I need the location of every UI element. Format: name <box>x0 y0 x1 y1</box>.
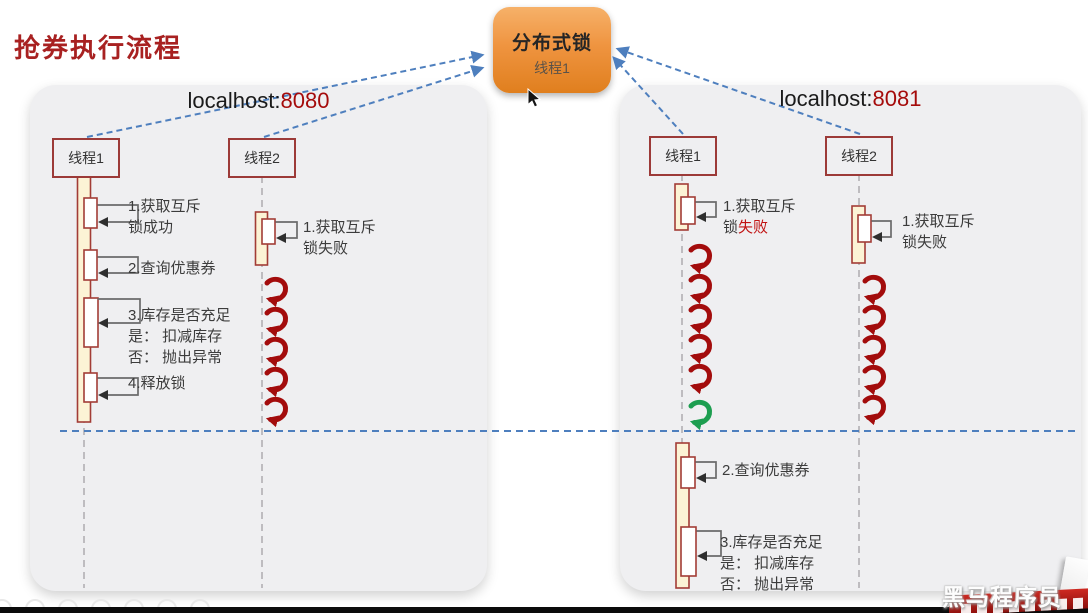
label-line: 是： 扣减库存 <box>720 555 815 572</box>
label-8080-t1-acquire-lock-success: 1.获取互斥 锁成功 <box>128 196 201 238</box>
lock-node-title: 分布式锁 <box>511 33 592 54</box>
host-text: localhost: <box>779 86 873 111</box>
label-line: 4.释放锁 <box>128 375 186 392</box>
thread-box-8081-t1: 线程1 <box>649 136 717 176</box>
arrow-8081-t2-to-lock <box>615 46 861 135</box>
thread-box-label: 线程1 <box>68 150 104 166</box>
lock-node-subtitle: 线程1 <box>534 60 570 76</box>
label-line: 否： 抛出异常 <box>720 576 815 593</box>
thread-box-label: 线程2 <box>841 148 877 164</box>
label-8080-t2-acquire-lock-fail: 1.获取互斥 锁失败 <box>303 217 376 259</box>
label-8081-t2-acquire-lock-fail: 1.获取互斥 锁失败 <box>902 211 975 253</box>
retry-loops-8081-thread2 <box>865 277 884 418</box>
label-line: 是： 扣减库存 <box>128 328 223 345</box>
label-part-black: 锁 <box>723 219 739 236</box>
panel-localhost-8080 <box>30 85 487 591</box>
label-8081-t1-query-coupon: 2.查询优惠券 <box>722 460 810 481</box>
thread-box-label: 线程2 <box>244 150 280 166</box>
label-line: 锁失败 <box>723 217 796 238</box>
label-line: 1.获取互斥 <box>128 198 201 215</box>
thread-box-8080-t2: 线程2 <box>228 138 296 178</box>
label-line: 2.查询优惠券 <box>128 260 216 277</box>
bottom-black-bar <box>0 607 1088 613</box>
label-line: 1.获取互斥 <box>902 213 975 230</box>
retry-loops-8080-thread2 <box>267 279 286 420</box>
acquire-success-loop-8081-thread1 <box>691 402 710 423</box>
host-label-8081: localhost:8081 <box>620 86 1081 112</box>
label-8081-t1-check-stock: 3.库存是否充足 是： 扣减库存 否： 抛出异常 <box>720 532 823 595</box>
label-part-red: 失败 <box>738 219 769 236</box>
label-8080-t1-query-coupon: 2.查询优惠券 <box>128 258 216 279</box>
label-8081-t1-acquire-lock-fail: 1.获取互斥 锁失败 <box>723 196 796 238</box>
watermark-brand: 黑马程序员 <box>942 584 1062 610</box>
arrow-8080-t2-to-lock <box>263 64 485 138</box>
retry-loops-8081-thread1 <box>691 246 710 387</box>
mouse-cursor-icon <box>527 88 542 108</box>
self-call-arrows <box>97 201 892 561</box>
arrow-8081-t1-to-lock <box>612 56 684 135</box>
activation-bars <box>76 176 872 589</box>
label-line: 锁失败 <box>303 240 349 257</box>
label-line: 锁失败 <box>902 234 948 251</box>
thread-box-8081-t2: 线程2 <box>825 136 893 176</box>
thread-box-label: 线程1 <box>665 148 701 164</box>
thread-box-8080-t1: 线程1 <box>52 138 120 178</box>
label-line: 3.库存是否充足 <box>128 307 231 324</box>
label-8080-t1-release-lock: 4.释放锁 <box>128 373 186 394</box>
label-line: 否： 抛出异常 <box>128 349 223 366</box>
host-label-8080: localhost:8080 <box>30 88 487 114</box>
label-line: 3.库存是否充足 <box>720 534 823 551</box>
label-8080-t1-check-stock: 3.库存是否充足 是： 扣减库存 否： 抛出异常 <box>128 305 231 368</box>
port-text: 8081 <box>872 86 922 111</box>
page-title: 抢券执行流程 <box>14 33 183 63</box>
label-line: 2.查询优惠券 <box>722 462 810 479</box>
label-line: 1.获取互斥 <box>303 219 376 236</box>
host-text: localhost: <box>187 88 281 113</box>
label-line: 1.获取互斥 <box>723 198 796 215</box>
arrow-8080-t1-to-lock <box>86 50 485 138</box>
label-line: 锁成功 <box>128 219 174 236</box>
port-text: 8080 <box>280 88 330 113</box>
lock-request-arrows <box>86 46 861 138</box>
distributed-lock-node: 分布式锁 线程1 <box>493 7 611 93</box>
